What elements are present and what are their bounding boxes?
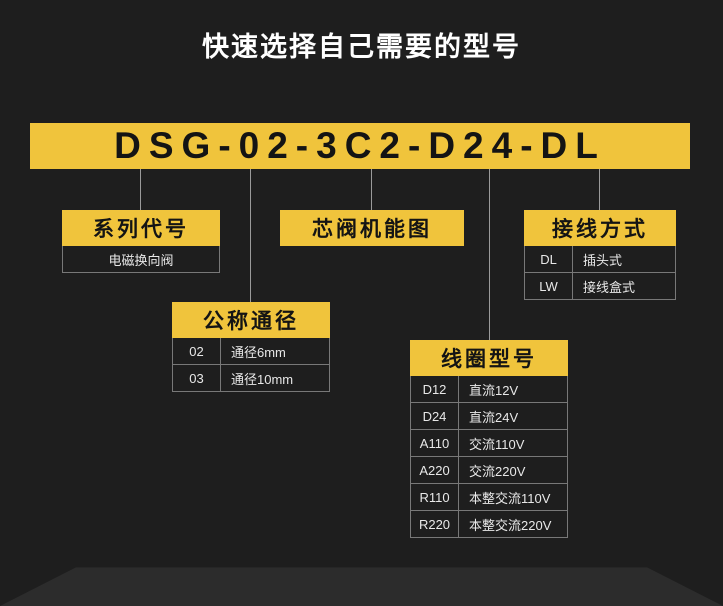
- callout-coil-table: D12 直流12V D24 直流24V A110 交流110V A220 交流220V R110…: [410, 376, 568, 538]
- callout-spool-header: 芯阀机能图: [280, 210, 464, 246]
- row-desc: 插头式: [583, 252, 623, 268]
- callout-wiring-header: 接线方式: [524, 210, 676, 246]
- row-code: A220: [411, 457, 459, 483]
- row-desc: 接线盒式: [583, 279, 636, 295]
- row-desc: 通径6mm: [231, 344, 286, 360]
- table-row: R110 本整交流110V: [410, 484, 568, 511]
- connector-line-series: [140, 169, 141, 210]
- connector-line-coil: [489, 169, 490, 340]
- connector-line-spool: [371, 169, 372, 210]
- row-code: A110: [411, 430, 459, 456]
- table-row: D12 直流12V: [410, 376, 568, 403]
- row-code: D24: [411, 403, 459, 429]
- model-number-banner: DSG-02-3C2-D24-DL: [30, 123, 690, 169]
- row-desc: 交流110V: [469, 436, 525, 452]
- table-row: 02 通径6mm: [172, 338, 330, 365]
- callout-wiring: 接线方式 DL 插头式 LW 接线盒式: [524, 210, 676, 300]
- callout-coil-header: 线圈型号: [410, 340, 568, 376]
- callout-wiring-table: DL 插头式 LW 接线盒式: [524, 246, 676, 300]
- row-code: DL: [525, 246, 573, 272]
- row-desc: 电磁换向阀: [108, 252, 174, 268]
- floor-platform-shape: [0, 567, 723, 606]
- row-code: 03: [173, 365, 221, 391]
- table-row: DL 插头式: [524, 246, 676, 273]
- row-code: R220: [411, 511, 459, 537]
- row-desc: 本整交流110V: [469, 490, 551, 506]
- row-desc: 直流12V: [469, 382, 519, 398]
- row-code: D12: [411, 376, 459, 402]
- row-desc: 交流220V: [469, 463, 526, 479]
- row-code: R110: [411, 484, 459, 510]
- table-row: 03 通径10mm: [172, 365, 330, 392]
- table-row: 电磁换向阀: [62, 246, 220, 273]
- callout-diameter: 公称通径 02 通径6mm 03 通径10mm: [172, 302, 330, 392]
- row-desc: 通径10mm: [231, 371, 294, 387]
- callout-diameter-table: 02 通径6mm 03 通径10mm: [172, 338, 330, 392]
- row-code: 02: [173, 338, 221, 364]
- callout-diameter-header: 公称通径: [172, 302, 330, 338]
- page-title: 快速选择自己需要的型号: [202, 32, 521, 62]
- table-row: R220 本整交流220V: [410, 511, 568, 538]
- row-code: LW: [525, 273, 573, 299]
- row-desc: 本整交流220V: [469, 517, 552, 533]
- connector-line-diameter: [250, 169, 251, 302]
- row-desc: 直流24V: [469, 409, 519, 425]
- callout-series: 系列代号 电磁换向阀: [62, 210, 220, 273]
- callout-spool: 芯阀机能图: [280, 210, 464, 246]
- callout-series-header: 系列代号: [62, 210, 220, 246]
- table-row: A110 交流110V: [410, 430, 568, 457]
- table-row: LW 接线盒式: [524, 273, 676, 300]
- callout-coil: 线圈型号 D12 直流12V D24 直流24V A110 交流110V A220 交流220…: [410, 340, 568, 538]
- table-row: D24 直流24V: [410, 403, 568, 430]
- callout-series-table: 电磁换向阀: [62, 246, 220, 273]
- connector-line-wiring: [599, 169, 600, 210]
- table-row: A220 交流220V: [410, 457, 568, 484]
